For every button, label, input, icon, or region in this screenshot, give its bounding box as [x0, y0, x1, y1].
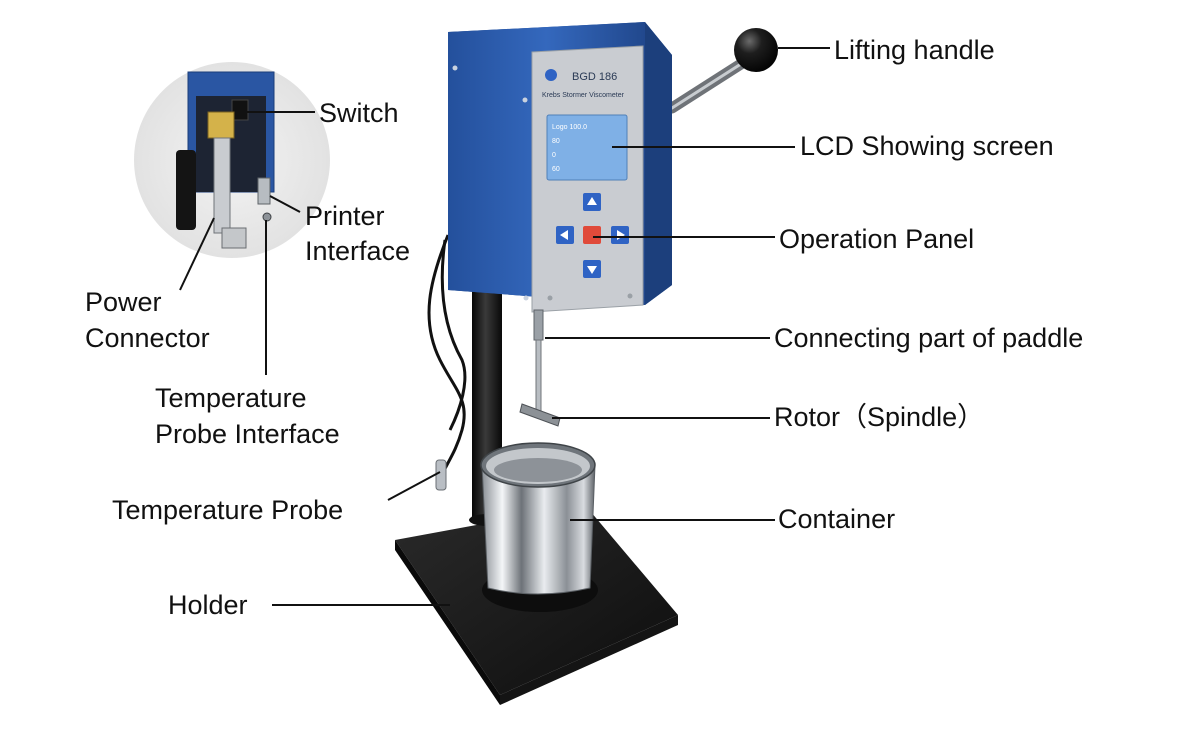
leader-power-connector [179, 217, 215, 291]
label-switch: Switch [319, 98, 399, 128]
label-rotor: Rotor（Spindle） [774, 402, 985, 432]
label-temp-probe-interface-line2: Probe Interface [155, 419, 340, 449]
label-printer-interface-line2: Interface [305, 236, 411, 266]
arrow-left-icon [560, 230, 568, 240]
rotor-spindle [519, 403, 561, 427]
confirm-button[interactable] [583, 226, 601, 244]
label-lcd-screen: LCD Showing screen [800, 131, 1054, 161]
brand-logo-icon [545, 69, 557, 81]
lcd-line-4: 60 [552, 166, 560, 173]
viscometer-housing: BGD 186 Krebs Stormer Viscometer Logo 10… [448, 22, 672, 313]
lcd-line-1: Logo 100.0 [552, 124, 587, 131]
leader-printer-interface [269, 195, 301, 213]
leader-temperature-probe [387, 471, 441, 501]
label-holder: Holder [168, 590, 248, 620]
label-power-connector-line1: Power [85, 287, 162, 317]
lifting-handle-knob [734, 28, 778, 72]
label-power-connector-line2: Connector [85, 323, 210, 353]
rear-view-inset [134, 62, 330, 258]
lifting-handle [666, 28, 778, 114]
temperature-probe [435, 459, 447, 491]
device-model: BGD 186 [572, 71, 617, 83]
temperature-probe-cable [427, 234, 467, 481]
label-connecting-part: Connecting part of paddle [774, 323, 1084, 353]
label-operation-panel: Operation Panel [779, 224, 975, 254]
container-cup [480, 442, 596, 595]
label-container: Container [778, 504, 896, 534]
device-subtitle: Krebs Stormer Viscometer [542, 92, 625, 99]
arrow-up-icon [587, 197, 597, 205]
printer-port-icon [257, 177, 271, 205]
label-temp-probe-interface-line1: Temperature [155, 383, 307, 413]
paddle-shaft [533, 309, 544, 416]
label-lifting-handle: Lifting handle [834, 35, 995, 65]
label-printer-interface-line1: Printer [305, 201, 385, 231]
switch-icon [231, 99, 249, 121]
lcd-line-3: 0 [552, 152, 556, 159]
lcd-line-2: 80 [552, 138, 560, 145]
arrow-down-icon [587, 266, 597, 274]
label-temperature-probe: Temperature Probe [112, 495, 344, 525]
leader-lines [179, 47, 830, 606]
